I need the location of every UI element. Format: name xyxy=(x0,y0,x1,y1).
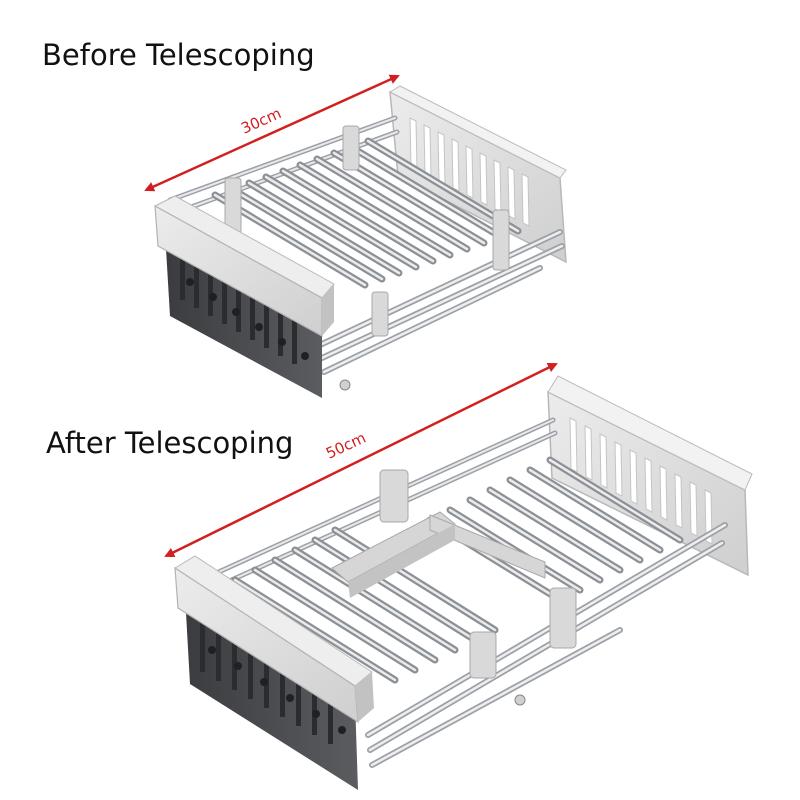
basket-end-panel-near xyxy=(153,195,351,398)
basket-end-panel-far-extended xyxy=(547,375,753,577)
dimension-label-50cm: 50cm xyxy=(323,429,369,463)
dimension-label-30cm: 30cm xyxy=(238,104,284,138)
dish-drainer-basket-compact xyxy=(153,85,567,398)
dish-drainer-basket-extended xyxy=(174,375,753,790)
basket-end-panel-near-extended xyxy=(174,555,526,790)
basket-end-panel-far xyxy=(388,85,567,264)
before-telescoping-label: Before Telescoping xyxy=(42,38,315,72)
